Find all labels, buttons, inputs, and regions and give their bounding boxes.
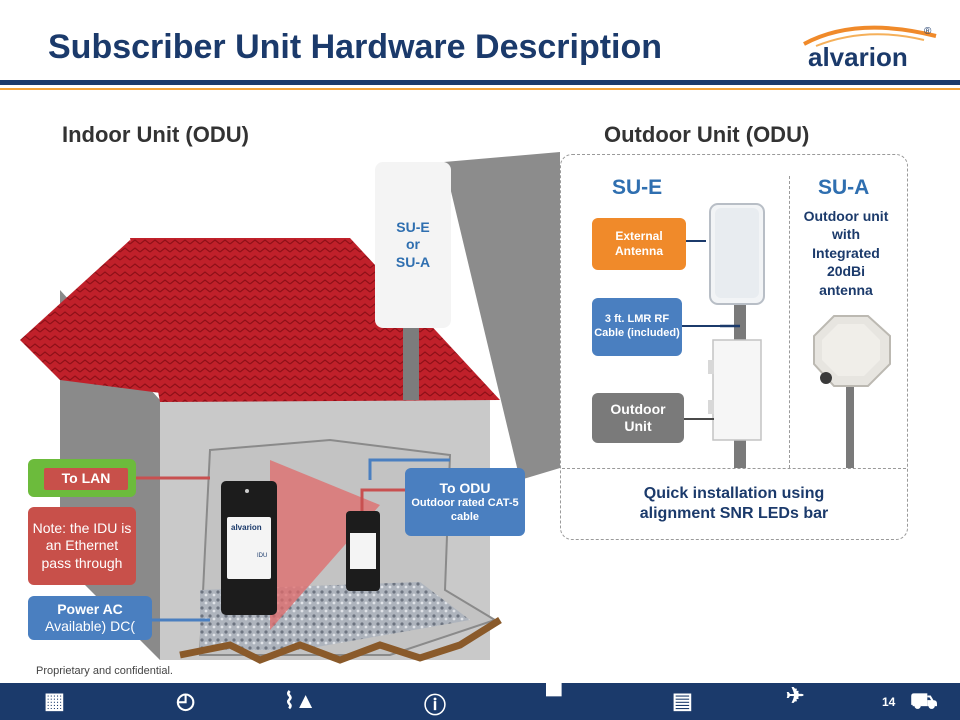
idu-device-large: alvarion IDU (221, 481, 277, 615)
logo-text: alvarion (808, 42, 908, 72)
logo-registered-mark: ® (924, 26, 932, 37)
panel-divider (789, 176, 790, 468)
antenna-line-3: SU-A (395, 253, 431, 270)
antenna-line-1: SU-E (396, 218, 430, 235)
header-rule (0, 80, 960, 85)
projection-wedge (444, 152, 560, 480)
antenna-line-2: or (406, 236, 420, 253)
external-antenna-callout: External Antenna (592, 218, 686, 270)
idu-model-label: IDU (257, 553, 268, 559)
power-line-1: Power AC (57, 600, 123, 617)
gauge-icon: ◴ (176, 688, 196, 713)
sua-device-illustration (813, 315, 891, 470)
to-odu-callout: To ODU Outdoor rated CAT-5 cable (405, 468, 525, 536)
logo-swoosh-icon (803, 25, 937, 47)
router-icon: ▦ (44, 688, 65, 713)
power-line-2: Available) DC( (45, 618, 135, 634)
page-number: 14 (882, 695, 896, 709)
alvarion-logo: alvarion ® (796, 22, 942, 72)
footer-bar: ▦ ◴ ⌇▲ ⓘ ▀ ▤ ✈ 14 ⛟ (0, 683, 960, 720)
to-odu-title: To ODU (439, 479, 491, 496)
antenna-callout: SU-E or SU-A (375, 162, 451, 328)
document-icon: ▤ (672, 688, 693, 713)
chat-bubble-icon: ▀ (546, 683, 562, 708)
airplane-icon: ✈ (786, 683, 805, 708)
confidential-note: Proprietary and confidential. (36, 665, 173, 677)
rf-cable-line (682, 325, 722, 327)
outdoor-unit-line (684, 418, 714, 420)
idu-device-small (346, 511, 380, 591)
to-odu-subtitle: Outdoor rated CAT-5 cable (411, 497, 519, 523)
sue-device-illustration (708, 203, 765, 470)
quick-install-box: Quick installation using alignment SNR L… (562, 468, 906, 538)
signal-beam (270, 460, 380, 630)
cart-icon: ⛟ (910, 688, 938, 713)
header-rule-accent (0, 88, 960, 90)
sue-label: SU-E (612, 176, 663, 199)
outdoor-heading: Outdoor Unit (ODU) (604, 122, 810, 147)
outdoor-unit-callout: Outdoor Unit (592, 393, 684, 443)
rf-cable-callout: 3 ft. LMR RF Cable (included) (592, 298, 682, 356)
info-icon: ⓘ (424, 693, 447, 718)
to-lan-label: To LAN (44, 468, 128, 490)
sua-label: SU-A (818, 176, 870, 199)
broadcast-tower-icon: ⌇▲ (284, 688, 317, 713)
to-lan-callout: To LAN (28, 459, 136, 497)
page-title: Subscriber Unit Hardware Description (48, 28, 663, 66)
power-callout: Power AC Available) DC( (28, 596, 152, 640)
idu-note: Note: the IDU is an Ethernet pass throug… (28, 507, 136, 585)
antenna-connector-line (686, 240, 706, 242)
sua-description: Outdoor unit with Integrated 20dBi anten… (803, 208, 889, 298)
house-illustration (20, 152, 560, 664)
idu-brand-label: alvarion (231, 523, 262, 532)
antenna-pole (403, 320, 419, 400)
indoor-heading: Indoor Unit (ODU) (62, 122, 249, 147)
